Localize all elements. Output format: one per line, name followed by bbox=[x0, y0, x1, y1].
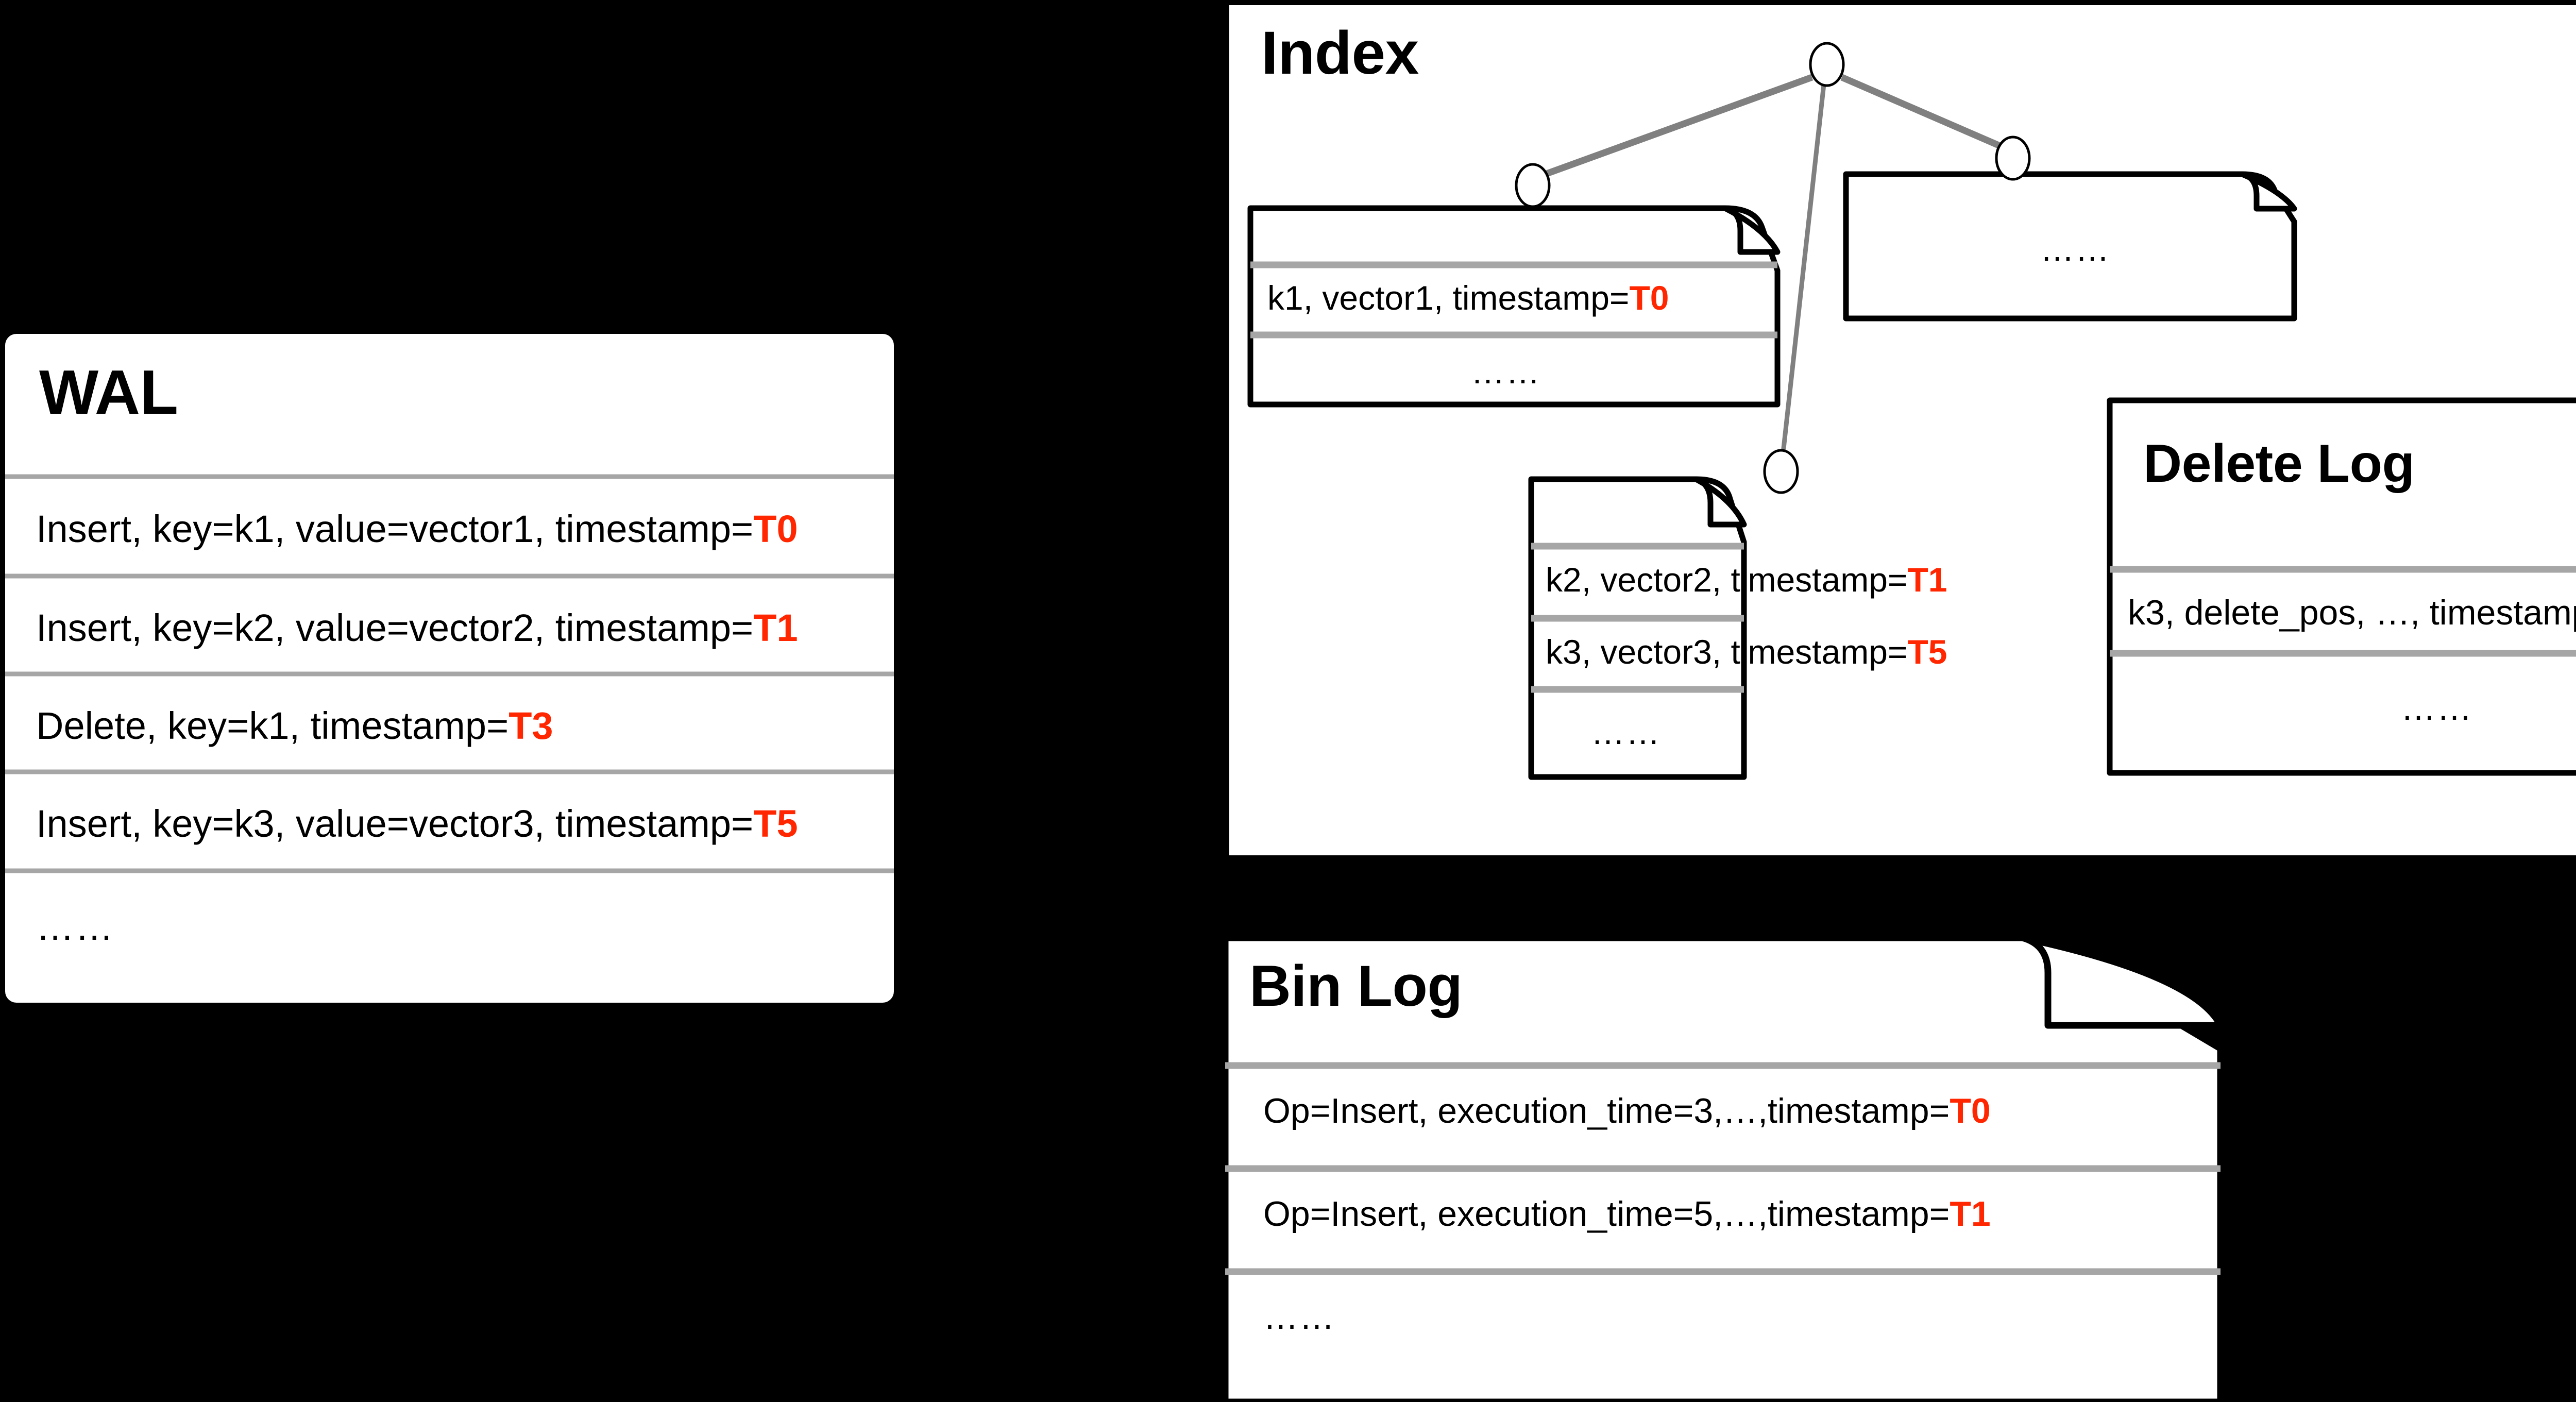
delete-log-card bbox=[2107, 397, 2576, 776]
delete-log-row: k3, delete_pos, …, timestamp=T3 bbox=[2128, 595, 2576, 630]
wal-row-timestamp: T1 bbox=[753, 606, 798, 649]
leaf-k1-row: k1, vector1, timestamp=T0 bbox=[1267, 281, 1669, 315]
edge-root-to-right bbox=[1840, 74, 2003, 149]
wal-more-indicator: …… bbox=[36, 905, 114, 948]
wal-row: Insert, key=k1, value=vector1, timestamp… bbox=[36, 510, 798, 548]
leaf-k2k3-dogear bbox=[1693, 476, 1747, 528]
leaf-k1-row-timestamp: T0 bbox=[1629, 279, 1669, 317]
leaf-right-more-indicator: …… bbox=[2040, 230, 2110, 268]
index-leaf-k1 bbox=[1247, 205, 1781, 408]
edge-root-to-bottom bbox=[1780, 84, 1826, 458]
wal-title: WAL bbox=[39, 357, 178, 427]
delete-log-page bbox=[2107, 397, 2576, 776]
bin-log-row-text: Op=Insert, execution_time=3,…,timestamp= bbox=[1263, 1091, 1950, 1130]
wal-row-timestamp: T3 bbox=[509, 704, 553, 747]
index-leaf-right bbox=[1843, 171, 2297, 322]
leaf-k2k3-row: k2, vector2, timestamp=T1 bbox=[1546, 563, 1947, 597]
wal-row-timestamp: T0 bbox=[753, 508, 798, 550]
bin-log-row-timestamp: T0 bbox=[1950, 1091, 1991, 1130]
leaf-k1-more-indicator: …… bbox=[1471, 352, 1541, 391]
leaf-k2k3-row-text: k3, vector3, timestamp= bbox=[1546, 633, 1908, 671]
bin-log-row: Op=Insert, execution_time=5,…,timestamp=… bbox=[1263, 1196, 1991, 1231]
index-tree-edges bbox=[1545, 74, 2003, 458]
wal-row-text: Insert, key=k3, value=vector3, timestamp… bbox=[36, 802, 754, 845]
index-leaf-k2k3 bbox=[1528, 476, 1747, 780]
leaf-k1-row-text: k1, vector1, timestamp= bbox=[1267, 279, 1630, 317]
wal-card bbox=[5, 334, 894, 1003]
wal-row: Insert, key=k2, value=vector2, timestamp… bbox=[36, 609, 798, 647]
edge-root-to-left bbox=[1545, 74, 1814, 177]
wal-row-text: Insert, key=k2, value=vector2, timestamp… bbox=[36, 606, 754, 649]
bin-log-card bbox=[1222, 934, 2224, 1402]
wal-row-text: Insert, key=k1, value=vector1, timestamp… bbox=[36, 508, 754, 550]
leaf-k2k3-row-text: k2, vector2, timestamp= bbox=[1546, 561, 1908, 599]
bottom-child-node-circle[interactable] bbox=[1763, 449, 1799, 494]
delete-log-row-text: k3, delete_pos, …, timestamp= bbox=[2128, 593, 2576, 632]
bin-log-title: Bin Log bbox=[1249, 954, 1463, 1018]
wal-row: Delete, key=k1, timestamp=T3 bbox=[36, 707, 553, 745]
leaf-k2k3-row: k3, vector3, timestamp=T5 bbox=[1546, 635, 1947, 669]
wal-row-timestamp: T5 bbox=[753, 802, 798, 845]
wal-card-body bbox=[5, 334, 894, 1003]
bin-log-more-indicator: …… bbox=[1263, 1297, 1335, 1337]
bin-log-row-text: Op=Insert, execution_time=5,…,timestamp= bbox=[1263, 1194, 1950, 1234]
index-title: Index bbox=[1261, 19, 1419, 87]
leaf-k2k3-row-timestamp: T1 bbox=[1907, 561, 1947, 599]
right-child-node-circle[interactable] bbox=[1995, 136, 2031, 181]
delete-log-title: Delete Log bbox=[2143, 434, 2415, 494]
leaf-k2k3-row-timestamp: T5 bbox=[1907, 633, 1947, 671]
delete-log-more-indicator: …… bbox=[2401, 688, 2473, 728]
wal-row: Insert, key=k3, value=vector3, timestamp… bbox=[36, 805, 798, 843]
leaf-k2k3-more-indicator: …… bbox=[1591, 713, 1661, 751]
index-tree-nodes bbox=[1515, 42, 2031, 494]
bin-log-dogear bbox=[2019, 934, 2224, 1029]
root-node-circle[interactable] bbox=[1809, 42, 1845, 87]
wal-row-text: Delete, key=k1, timestamp= bbox=[36, 704, 509, 747]
leaf-right-dogear bbox=[2239, 171, 2297, 212]
leaf-k1-dogear bbox=[1722, 205, 1781, 255]
bin-log-row-timestamp: T1 bbox=[1950, 1194, 1991, 1234]
bin-log-row: Op=Insert, execution_time=3,…,timestamp=… bbox=[1263, 1093, 1991, 1128]
left-child-node-circle[interactable] bbox=[1515, 163, 1551, 208]
